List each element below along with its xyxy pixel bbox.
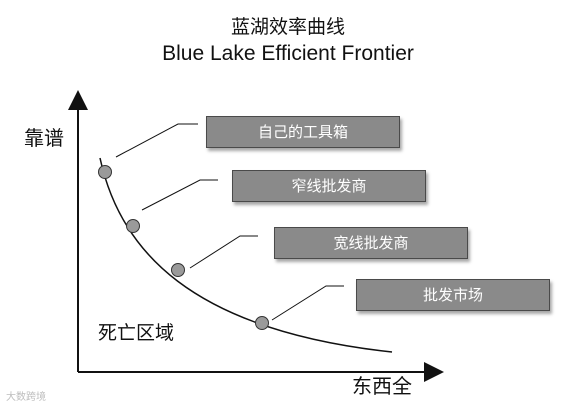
- channel-box-wholesale-market: 批发市场: [356, 279, 550, 311]
- frontier-point-2: [126, 219, 140, 233]
- frontier-point-1: [98, 165, 112, 179]
- leader-line-2: [141, 179, 218, 211]
- efficient-frontier-curve: [99, 157, 393, 353]
- channel-box-narrow-wholesaler: 窄线批发商: [232, 170, 426, 202]
- frontier-point-3: [171, 263, 185, 277]
- diagram-title-en: Blue Lake Efficient Frontier: [162, 42, 414, 65]
- diagram-title-cn: 蓝湖效率曲线: [230, 16, 345, 38]
- y-axis-label: 靠谱: [24, 126, 64, 150]
- frontier-point-4: [255, 316, 269, 330]
- dead-zone-label: 死亡区域: [98, 322, 175, 344]
- leader-line-4: [271, 285, 344, 321]
- channel-box-broad-wholesaler: 宽线批发商: [274, 227, 468, 259]
- leader-line-1: [115, 123, 198, 158]
- x-axis-label: 东西全: [352, 374, 412, 398]
- watermark: 大数跨境: [6, 392, 46, 403]
- channel-box-own-toolbox: 自己的工具箱: [206, 116, 400, 148]
- leader-line-3: [189, 235, 258, 269]
